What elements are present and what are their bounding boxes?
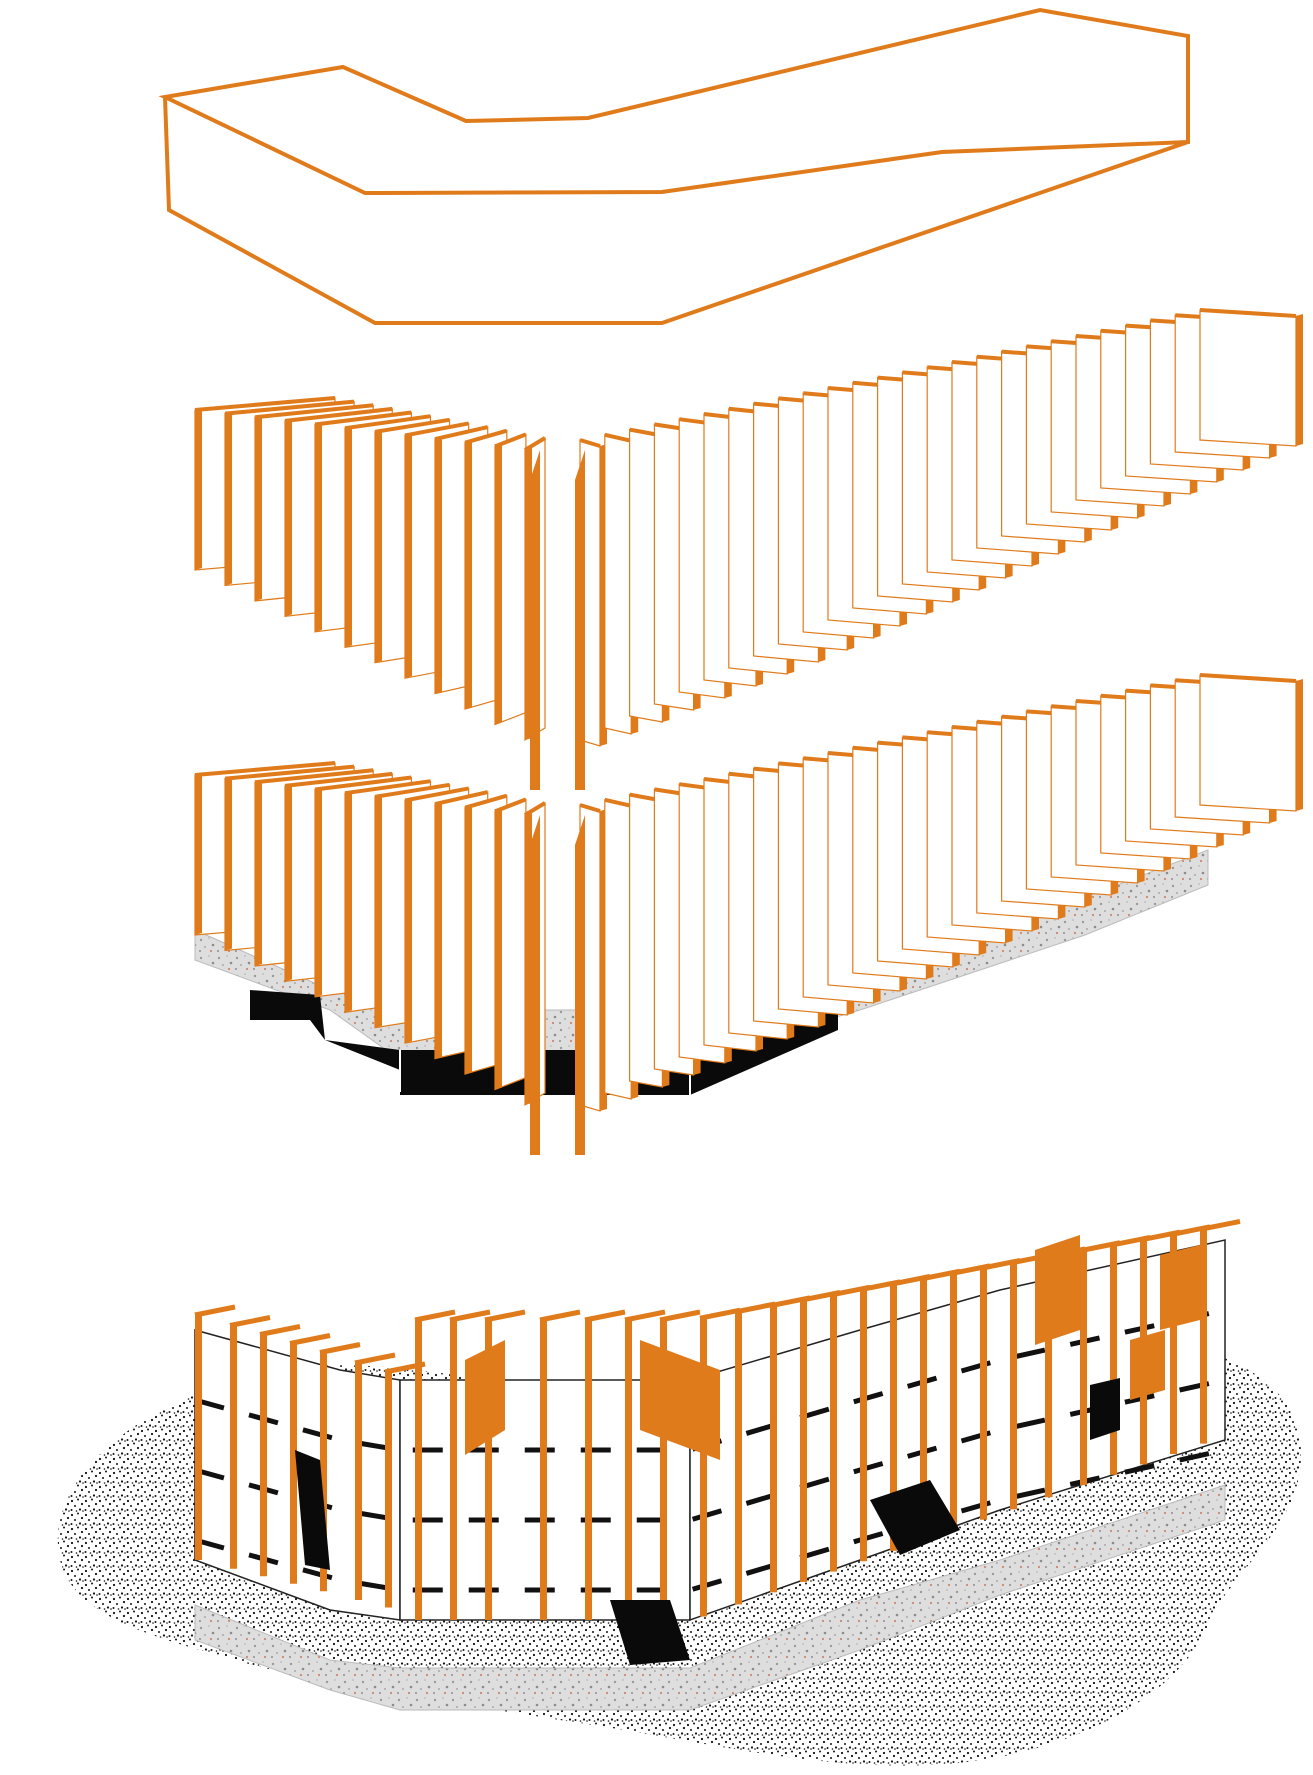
facade-fin bbox=[860, 1290, 867, 1561]
orange-panel bbox=[1035, 1235, 1080, 1345]
facade-fin-top bbox=[290, 1336, 330, 1344]
facade-fin-top bbox=[540, 1312, 580, 1320]
facade-fin bbox=[950, 1274, 957, 1530]
facade-fin-top bbox=[320, 1345, 360, 1353]
fin-edge bbox=[345, 426, 352, 647]
facade-fin bbox=[415, 1320, 422, 1620]
fin-edge bbox=[375, 795, 382, 1028]
fin-edge bbox=[225, 412, 232, 586]
facade-fin bbox=[450, 1320, 457, 1620]
facade-fin bbox=[260, 1335, 267, 1577]
fin-edge bbox=[345, 791, 352, 1012]
fin-center bbox=[575, 815, 585, 1155]
fin-edge bbox=[465, 441, 472, 709]
fin-edge bbox=[375, 430, 382, 663]
orange-panel bbox=[1160, 1245, 1200, 1330]
fin-left bbox=[495, 434, 526, 724]
facade-fin-top bbox=[355, 1355, 395, 1363]
facade-fin bbox=[770, 1306, 777, 1593]
fin-edge bbox=[195, 773, 202, 935]
orange-panel bbox=[1130, 1330, 1165, 1400]
facade-fin-top bbox=[585, 1312, 625, 1320]
facade-fin bbox=[980, 1269, 987, 1520]
shadow-opening bbox=[1090, 1378, 1120, 1440]
facade-fin bbox=[735, 1312, 742, 1604]
facade-fin bbox=[800, 1300, 807, 1581]
facade-fin-top bbox=[735, 1304, 775, 1312]
facade-fin-top bbox=[195, 1307, 235, 1315]
facade-fin-top bbox=[485, 1312, 525, 1320]
plinth-fin-array bbox=[195, 675, 1303, 1155]
fin-edge bbox=[405, 433, 412, 678]
facade-fin bbox=[230, 1326, 237, 1569]
fin-edge bbox=[315, 423, 322, 632]
fin-face bbox=[1200, 675, 1296, 811]
massing-front-left-edge bbox=[165, 97, 1188, 323]
fin-left bbox=[495, 799, 526, 1089]
fin-edge bbox=[255, 415, 262, 601]
facade-fin bbox=[1110, 1245, 1117, 1474]
massing-outline-stage bbox=[165, 10, 1188, 323]
fin-edge bbox=[495, 444, 502, 724]
fin-edge bbox=[1296, 314, 1303, 446]
facade-fin-top bbox=[450, 1312, 490, 1320]
massing-top-outline bbox=[165, 10, 1188, 193]
facade-fin bbox=[1200, 1229, 1207, 1443]
facade-fin-top bbox=[625, 1312, 665, 1320]
fin-center bbox=[530, 450, 540, 790]
facade-fin bbox=[830, 1295, 837, 1571]
facade-fin-top bbox=[700, 1310, 740, 1318]
fin-face bbox=[1200, 310, 1296, 446]
fin-edge bbox=[225, 777, 232, 951]
fin-edge bbox=[255, 780, 262, 966]
fin-edge bbox=[495, 809, 502, 1089]
fin-face bbox=[605, 435, 631, 734]
fin-edge bbox=[435, 437, 442, 694]
facade-fin bbox=[1010, 1263, 1017, 1509]
fin-face bbox=[605, 800, 631, 1099]
facade-fin-top bbox=[260, 1327, 300, 1335]
facade-fin bbox=[355, 1363, 362, 1600]
facade-fin bbox=[1080, 1251, 1087, 1485]
facade-fin bbox=[540, 1320, 547, 1620]
fin-right bbox=[1200, 310, 1303, 446]
fin-edge bbox=[435, 802, 442, 1059]
facade-fin bbox=[585, 1320, 592, 1620]
fin-right bbox=[1200, 675, 1303, 811]
fin-edge bbox=[195, 408, 202, 570]
facade-fin-top bbox=[660, 1312, 700, 1320]
fin-center bbox=[530, 815, 540, 1155]
facade-fin bbox=[195, 1315, 202, 1560]
facade-fin bbox=[290, 1344, 297, 1584]
fin-edge bbox=[315, 788, 322, 997]
fins-on-plinth-stage bbox=[195, 675, 1303, 1155]
facade-fin-top bbox=[415, 1312, 455, 1320]
fin-edge bbox=[465, 806, 472, 1074]
fin-edge bbox=[285, 784, 292, 981]
fin-edge bbox=[405, 798, 412, 1043]
fin-center bbox=[575, 450, 585, 790]
facade-fin bbox=[385, 1372, 392, 1608]
fin-edge bbox=[1296, 679, 1303, 811]
facade-fin-top bbox=[230, 1318, 270, 1326]
fin-edge bbox=[285, 419, 292, 616]
assembled-building-stage bbox=[58, 1221, 1301, 1765]
facade-fin bbox=[625, 1320, 632, 1620]
